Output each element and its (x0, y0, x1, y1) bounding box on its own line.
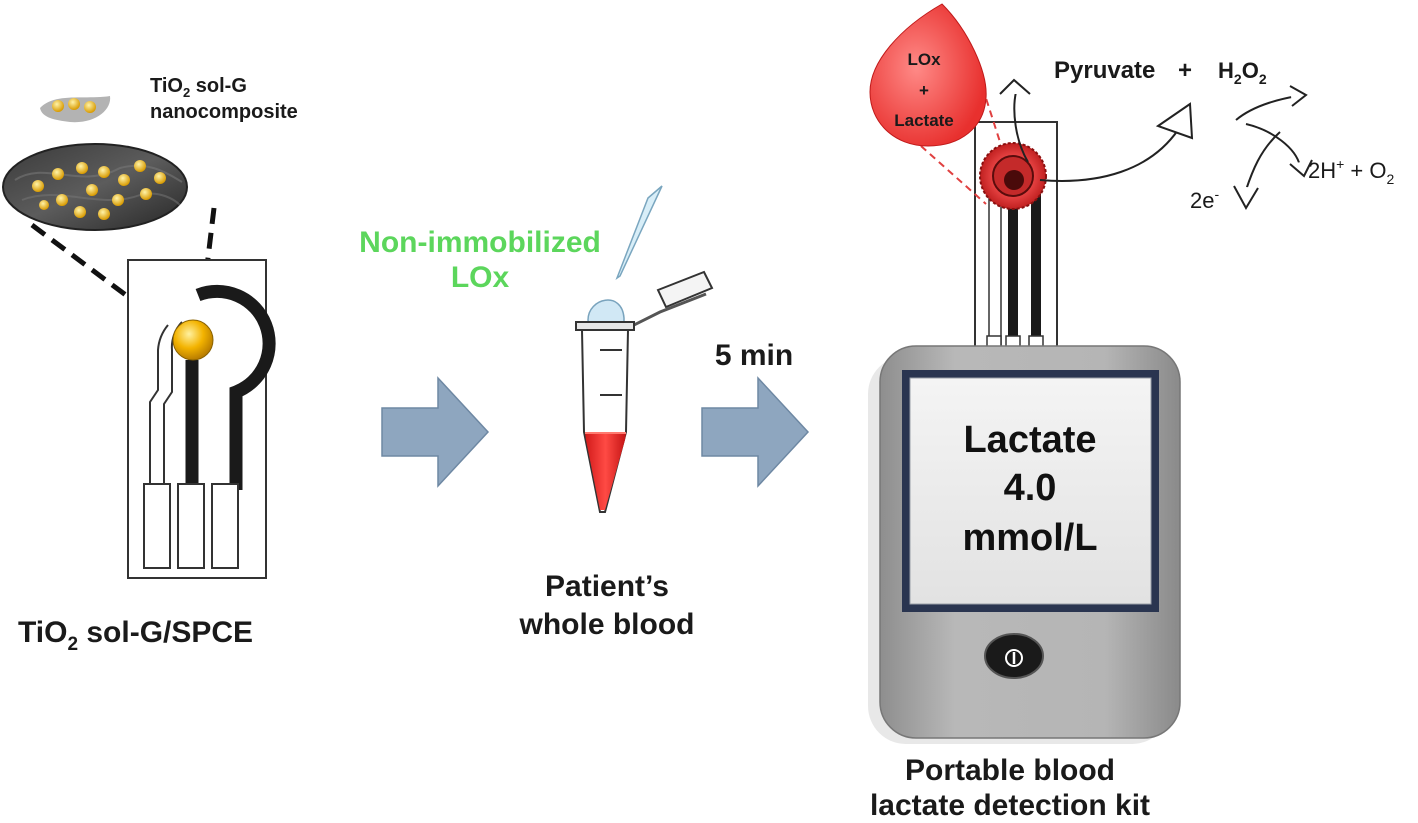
lactate-meter: Lactate 4.0 mmol/L (868, 345, 1181, 744)
sample-zone (979, 142, 1047, 210)
time-label: 5 min (715, 339, 793, 372)
nanoparticles (32, 160, 166, 220)
blood-label-line1: Patient’s (545, 570, 669, 603)
drop-text-line2: + (919, 81, 929, 100)
test-strip (974, 121, 1058, 351)
plus-sign: + (1178, 57, 1192, 84)
lox-label-line1: Non-immobilized (359, 226, 601, 259)
cycle-arrow-top (1235, 95, 1299, 121)
nanocomposite-zoom-oval (2, 143, 188, 231)
reaction-labels: Pyruvate + H2O2 2H+ + O2 2e- (1054, 57, 1395, 213)
power-button[interactable] (984, 633, 1044, 679)
spce-electrode (127, 259, 276, 579)
reaction-arrows (999, 78, 1313, 211)
drop-text-line3: Lactate (894, 111, 954, 130)
power-icon (1005, 649, 1023, 667)
cycle-arrow-low (1245, 131, 1281, 191)
nanocomposite-label-line1: TiO2 sol-G (150, 75, 247, 100)
process-arrow-1 (381, 376, 490, 488)
nanocomposite-legend: TiO2 sol-G nanocomposite (40, 75, 298, 123)
pipette-tip-icon (615, 185, 663, 280)
lox-label-line2: LOx (451, 261, 510, 294)
screen-analyte: Lactate (963, 419, 1096, 461)
sample-drop-icon: LOx + Lactate (869, 3, 987, 147)
meter-screen: Lactate 4.0 mmol/L (962, 419, 1097, 559)
electrode-label: TiO2 sol-G/SPCE (18, 616, 253, 655)
nanocomposite-sheet-icon (40, 96, 111, 123)
pyruvate-label: Pyruvate (1054, 57, 1155, 84)
microtube-icon (575, 270, 714, 513)
cycle-arrow-mid (1245, 123, 1301, 167)
kit-label-line2: lactate detection kit (870, 789, 1150, 822)
kit-label-line1: Portable blood (905, 754, 1115, 787)
electrons-label: 2e- (1190, 186, 1219, 213)
blood-label-line2: whole blood (519, 608, 695, 641)
nanocomposite-label-line2: nanocomposite (150, 101, 298, 123)
protons-oxygen-label: 2H+ + O2 (1308, 156, 1395, 187)
h2o2-label: H2O2 (1218, 58, 1267, 87)
screen-unit: mmol/L (962, 517, 1097, 559)
drop-text-line1: LOx (907, 50, 941, 69)
process-arrow-2 (701, 376, 810, 488)
screen-value: 4.0 (1004, 467, 1057, 509)
